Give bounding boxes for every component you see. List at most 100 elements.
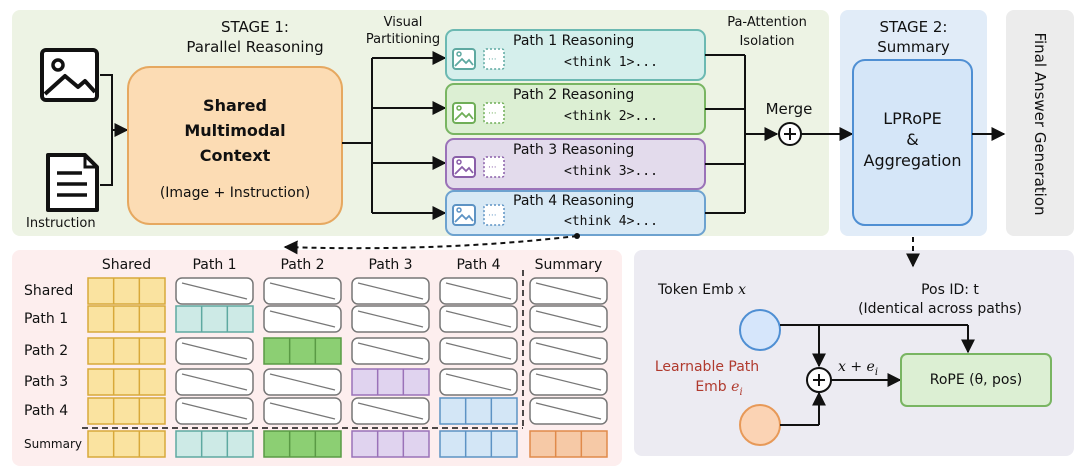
path2-icons: ··· <box>452 102 505 124</box>
matrix-cell-mask-line <box>535 342 602 360</box>
stage2-subtitle: Summary <box>877 38 950 56</box>
matrix-cell-filled <box>175 305 254 333</box>
matrix-col-header: Path 1 <box>192 257 237 273</box>
visual-partitioning-line1: Visual <box>383 15 423 30</box>
matrix-cell-filled <box>529 430 608 458</box>
matrix-col-header: Summary <box>534 257 603 273</box>
learnable-emb-text: Emb <box>695 379 727 395</box>
sum-expr: x + ei <box>838 358 878 382</box>
stage1-title: STAGE 1: <box>221 18 289 36</box>
matrix-row-header: Summary <box>24 437 82 451</box>
shared-context-line3: Context <box>199 146 271 165</box>
matrix-cell-mask-line <box>535 310 602 328</box>
path2-title: Path 2 Reasoning <box>513 87 635 103</box>
path3-think: <think 3>... <box>564 164 658 179</box>
stage2-title: STAGE 2: <box>879 18 948 36</box>
matrix-cell-mask-line <box>445 310 512 328</box>
document-icon <box>46 153 99 212</box>
matrix-cell-filled <box>263 337 342 365</box>
pos-id-line2: (Identical across paths) <box>858 301 1022 317</box>
matrix-row-header: Shared <box>24 283 74 299</box>
svg-text:···: ··· <box>488 55 497 65</box>
matrix-cell-mask-line <box>445 282 512 300</box>
matrix-cell-mask-line <box>535 282 602 300</box>
shared-context-box <box>127 66 343 225</box>
matrix-cell-mask-line <box>181 373 248 391</box>
matrix-cell-filled <box>87 368 166 396</box>
matrix-cell-mask-line <box>357 310 424 328</box>
matrix-cell-filled <box>439 430 518 458</box>
pos-id-line1: Pos ID: t <box>921 282 979 298</box>
lprope-line2: & <box>906 130 919 149</box>
rope-box-label: RoPE (θ, pos) <box>929 372 1023 388</box>
path4-think: <think 4>... <box>564 214 658 229</box>
matrix-cell-filled <box>439 397 518 425</box>
matrix-cell-filled <box>351 430 430 458</box>
learnable-sub: i <box>739 386 743 398</box>
matrix-col-header: Shared <box>101 257 152 273</box>
matrix-cell-filled <box>87 305 166 333</box>
path3-icons: ··· <box>452 156 505 178</box>
matrix-row-header: Path 1 <box>24 311 69 327</box>
matrix-cell-filled <box>87 277 166 305</box>
matrix-cell-mask-line <box>357 402 424 420</box>
token-emb-node <box>739 309 781 351</box>
path1-title: Path 1 Reasoning <box>513 33 635 49</box>
matrix-col-header: Path 4 <box>456 257 501 273</box>
lprope-box <box>852 59 973 226</box>
token-emb-label: Token Emb x <box>658 281 746 299</box>
stage1-subtitle: Parallel Reasoning <box>186 38 324 56</box>
matrix-cell-filled <box>263 430 342 458</box>
instruction-label: Instruction <box>26 216 96 231</box>
matrix-cell-mask-line <box>357 342 424 360</box>
svg-text:···: ··· <box>488 109 497 119</box>
learnable-line1: Learnable Path <box>654 359 760 375</box>
path4-icons: ··· <box>452 204 505 226</box>
matrix-cell-mask-line <box>535 373 602 391</box>
plus-circle-icon <box>778 122 802 146</box>
matrix-cell-mask-line <box>357 282 424 300</box>
pa-attention-line2: Isolation <box>739 34 795 49</box>
final-answer-label: Final Answer Generation <box>1031 32 1049 216</box>
path1-icons: ··· <box>452 48 505 70</box>
token-emb-var: x <box>738 282 747 298</box>
merge-label: Merge <box>765 100 813 118</box>
attention-matrix <box>82 270 608 458</box>
matrix-cell-filled <box>87 337 166 365</box>
shared-context-line1: Shared <box>203 96 267 115</box>
path1-think: <think 1>... <box>564 55 658 70</box>
matrix-cell-mask-line <box>181 282 248 300</box>
matrix-cell-filled <box>175 430 254 458</box>
shared-context-line2: Multimodal <box>184 121 286 140</box>
path2-think: <think 2>... <box>564 109 658 124</box>
matrix-cell-mask-line <box>269 402 336 420</box>
sum-expr-sub: i <box>874 366 879 378</box>
matrix-col-header: Path 3 <box>368 257 413 273</box>
image-icon <box>40 48 99 102</box>
pa-attention-line1: Pa-Attention <box>727 15 807 30</box>
matrix-cell-mask-line <box>181 402 248 420</box>
matrix-cell-mask-line <box>269 282 336 300</box>
matrix-row-header: Path 4 <box>24 403 69 419</box>
visual-partitioning-line2: Partitioning <box>365 32 441 47</box>
matrix-cell-filled <box>87 430 166 458</box>
rope-box <box>900 353 1052 407</box>
learnable-var: e <box>731 379 740 395</box>
lprope-line3: Aggregation <box>863 151 962 170</box>
lprope-line1: LPRoPE <box>883 109 942 128</box>
path4-title: Path 4 Reasoning <box>513 193 635 209</box>
matrix-cell-filled <box>351 368 430 396</box>
matrix-cell-mask-line <box>445 342 512 360</box>
matrix-row-header: Path 2 <box>24 343 69 359</box>
matrix-col-header: Path 2 <box>280 257 325 273</box>
matrix-cell-mask-line <box>181 342 248 360</box>
sum-expr-text: x + e <box>838 359 875 375</box>
matrix-cell-mask-line <box>535 402 602 420</box>
path3-title: Path 3 Reasoning <box>513 142 635 158</box>
svg-text:···: ··· <box>488 211 497 221</box>
token-emb-text: Token Emb <box>658 282 734 298</box>
learnable-line2: Emb ei <box>660 378 778 402</box>
sum-circle-icon <box>806 367 832 393</box>
